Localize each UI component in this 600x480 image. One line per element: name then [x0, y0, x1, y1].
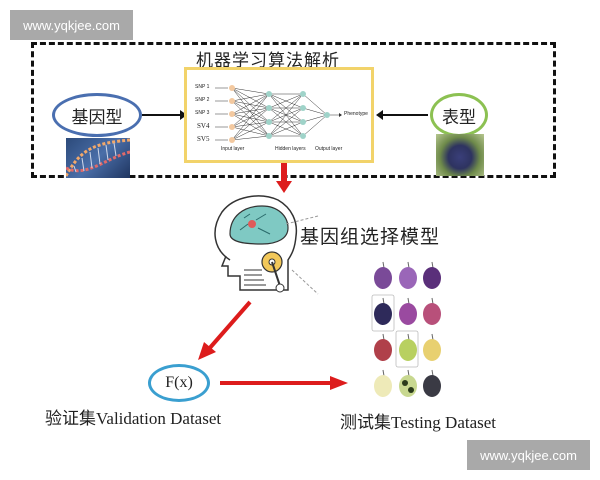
watermark-top: www.yqkjee.com — [10, 10, 133, 40]
validation-dataset-label: 验证集Validation Dataset — [45, 409, 222, 428]
fx-label: F(x) — [165, 374, 193, 391]
phenotype-label: 表型 — [442, 107, 476, 128]
ml-analysis-box — [31, 42, 556, 178]
ml-title: 机器学习算法解析 — [196, 51, 340, 71]
arrow-validation-to-testing — [220, 376, 348, 390]
grape-variety-grid — [370, 258, 450, 408]
nn-input-4: SV4 — [197, 122, 210, 130]
genomic-selection-model-label: 基因组选择模型 — [300, 226, 441, 248]
grape-vine-image — [436, 134, 484, 176]
neural-network-diagram — [215, 85, 342, 143]
nn-output-layer-label: Output layer — [315, 146, 343, 152]
nn-input-1: SNP 1 — [195, 84, 210, 90]
phenotype-ellipse: 表型 — [430, 93, 488, 137]
genotype-label: 基因型 — [71, 107, 123, 128]
arrow-model-to-validation — [198, 300, 252, 360]
nn-input-3: SNP 3 — [195, 110, 210, 116]
arrow-phenotype-to-network — [376, 110, 428, 120]
nn-input-5: SV5 — [197, 135, 210, 143]
testing-dataset-label: 测试集Testing Dataset — [340, 413, 497, 432]
fx-ellipse: F(x) — [148, 364, 210, 402]
ai-head-illustration — [214, 195, 319, 295]
genotype-ellipse: 基因型 — [52, 93, 142, 137]
arrow-genotype-to-network — [142, 110, 187, 120]
nn-input-layer-label: Input layer — [221, 146, 245, 152]
nn-hidden-layers-label: Hidden layers — [275, 146, 306, 152]
neural-network-box: SNP 1 SNP 2 SNP 3 SV4 SV5 Phenotype Inpu… — [184, 67, 374, 163]
nn-input-2: SNP 2 — [195, 97, 210, 103]
nn-output-label: Phenotype — [344, 111, 368, 117]
watermark-bottom: www.yqkjee.com — [467, 440, 590, 470]
dna-image — [66, 138, 130, 178]
arrow-network-to-model — [276, 163, 292, 193]
